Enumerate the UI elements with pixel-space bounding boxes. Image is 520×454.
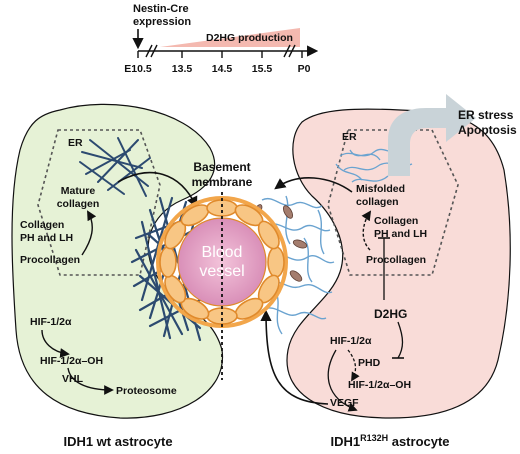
basement-membrane-line2: membrane bbox=[192, 175, 253, 189]
vegf-label: VEGF bbox=[330, 397, 359, 409]
left-hif-oh-label: HIF-1/2α–OH bbox=[40, 355, 103, 367]
right-ecm-misfolded-fibers bbox=[261, 195, 335, 335]
endothelial-cells bbox=[159, 199, 285, 325]
left-enzymes-line2: PH and LH bbox=[20, 232, 73, 244]
right-secretion-arrow bbox=[274, 177, 353, 193]
left-secretion-arrow bbox=[117, 171, 198, 209]
timeline: Nestin-Cre expression D2HG production E1… bbox=[124, 3, 319, 75]
right-hif-oh-label: HIF-1/2α–OH bbox=[348, 379, 411, 391]
right-cell-caption: IDH1R132H astrocyte bbox=[330, 433, 449, 449]
misfolded-collagen-line1: Misfolded bbox=[356, 183, 405, 195]
left-procollagen-label: Procollagen bbox=[20, 254, 80, 266]
endothelial-cell bbox=[159, 246, 177, 278]
axis-break-right bbox=[283, 44, 296, 58]
er-stress-arrow bbox=[388, 94, 476, 176]
tick-label-15-5: 15.5 bbox=[252, 63, 273, 75]
svg-text:IDH1R132H astrocyte: IDH1R132H astrocyte bbox=[330, 433, 449, 449]
endothelial-cell bbox=[257, 220, 280, 250]
tick-label-13-5: 13.5 bbox=[172, 63, 193, 75]
left-hif-label: HIF-1/2α bbox=[30, 316, 72, 328]
mature-collagen-line1: Mature bbox=[61, 185, 96, 197]
right-hif-arrow bbox=[347, 349, 360, 382]
right-procollagen-label: Procollagen bbox=[366, 254, 426, 266]
proteosome-label: Proteosome bbox=[116, 385, 177, 397]
timeline-ticks bbox=[137, 51, 303, 58]
left-cell-caption: IDH1 wt astrocyte bbox=[63, 434, 172, 449]
d2hg-phd-inhibition bbox=[397, 321, 404, 359]
er-stress-line1: ER stress bbox=[458, 108, 514, 122]
vegf-to-vessel-arrow bbox=[260, 309, 329, 405]
endothelial-cell bbox=[206, 199, 238, 217]
axis-break-left bbox=[145, 44, 158, 58]
right-caption-sup: R132H bbox=[360, 433, 388, 443]
phd-label: PHD bbox=[358, 357, 381, 369]
induction-label-line1: Nestin-Cre bbox=[133, 3, 189, 15]
left-procollagen-arrow bbox=[81, 210, 97, 256]
tick-label-14-5: 14.5 bbox=[212, 63, 233, 75]
d2hg-production-label: D2HG production bbox=[206, 32, 293, 44]
left-er-collagen-fibers bbox=[79, 137, 151, 197]
right-enzymes-line1: Collagen bbox=[374, 215, 418, 227]
right-er-label: ER bbox=[342, 131, 357, 143]
left-enzymes-line1: Collagen bbox=[20, 219, 64, 231]
left-er-compartment bbox=[37, 129, 161, 276]
right-caption-main: IDH1 bbox=[330, 434, 360, 449]
blood-vessel: Blood vessel bbox=[156, 196, 288, 328]
right-procollagen-arrow bbox=[361, 210, 372, 251]
misfolded-collagen-line2: collagen bbox=[356, 196, 399, 208]
vhl-label: VHL bbox=[62, 373, 84, 385]
vegf-induction-arrow bbox=[327, 349, 358, 412]
left-degradation-arrow bbox=[67, 367, 114, 395]
right-caption-rest: astrocyte bbox=[388, 434, 449, 449]
tick-label-p0: P0 bbox=[298, 63, 311, 75]
mature-collagen-line2: collagen bbox=[57, 198, 100, 210]
right-er-compartment bbox=[327, 129, 459, 276]
tick-label-e10-5: E10.5 bbox=[124, 63, 152, 75]
vessel-lumen bbox=[177, 217, 267, 307]
induction-label-line2: expression bbox=[133, 16, 191, 28]
basement-membrane-line1: Basement bbox=[193, 160, 250, 174]
d2hg-production-ramp bbox=[160, 28, 300, 47]
endothelial-cell bbox=[206, 307, 238, 325]
d2hg-label: D2HG bbox=[374, 307, 407, 321]
endothelial-cell bbox=[267, 246, 285, 278]
left-hif-arrow bbox=[41, 329, 70, 358]
right-hif-label: HIF-1/2α bbox=[330, 335, 372, 347]
er-stress-line2: Apoptosis bbox=[458, 123, 517, 137]
right-enzymes-line2: PH and LH bbox=[374, 228, 427, 240]
left-er-label: ER bbox=[68, 137, 83, 149]
